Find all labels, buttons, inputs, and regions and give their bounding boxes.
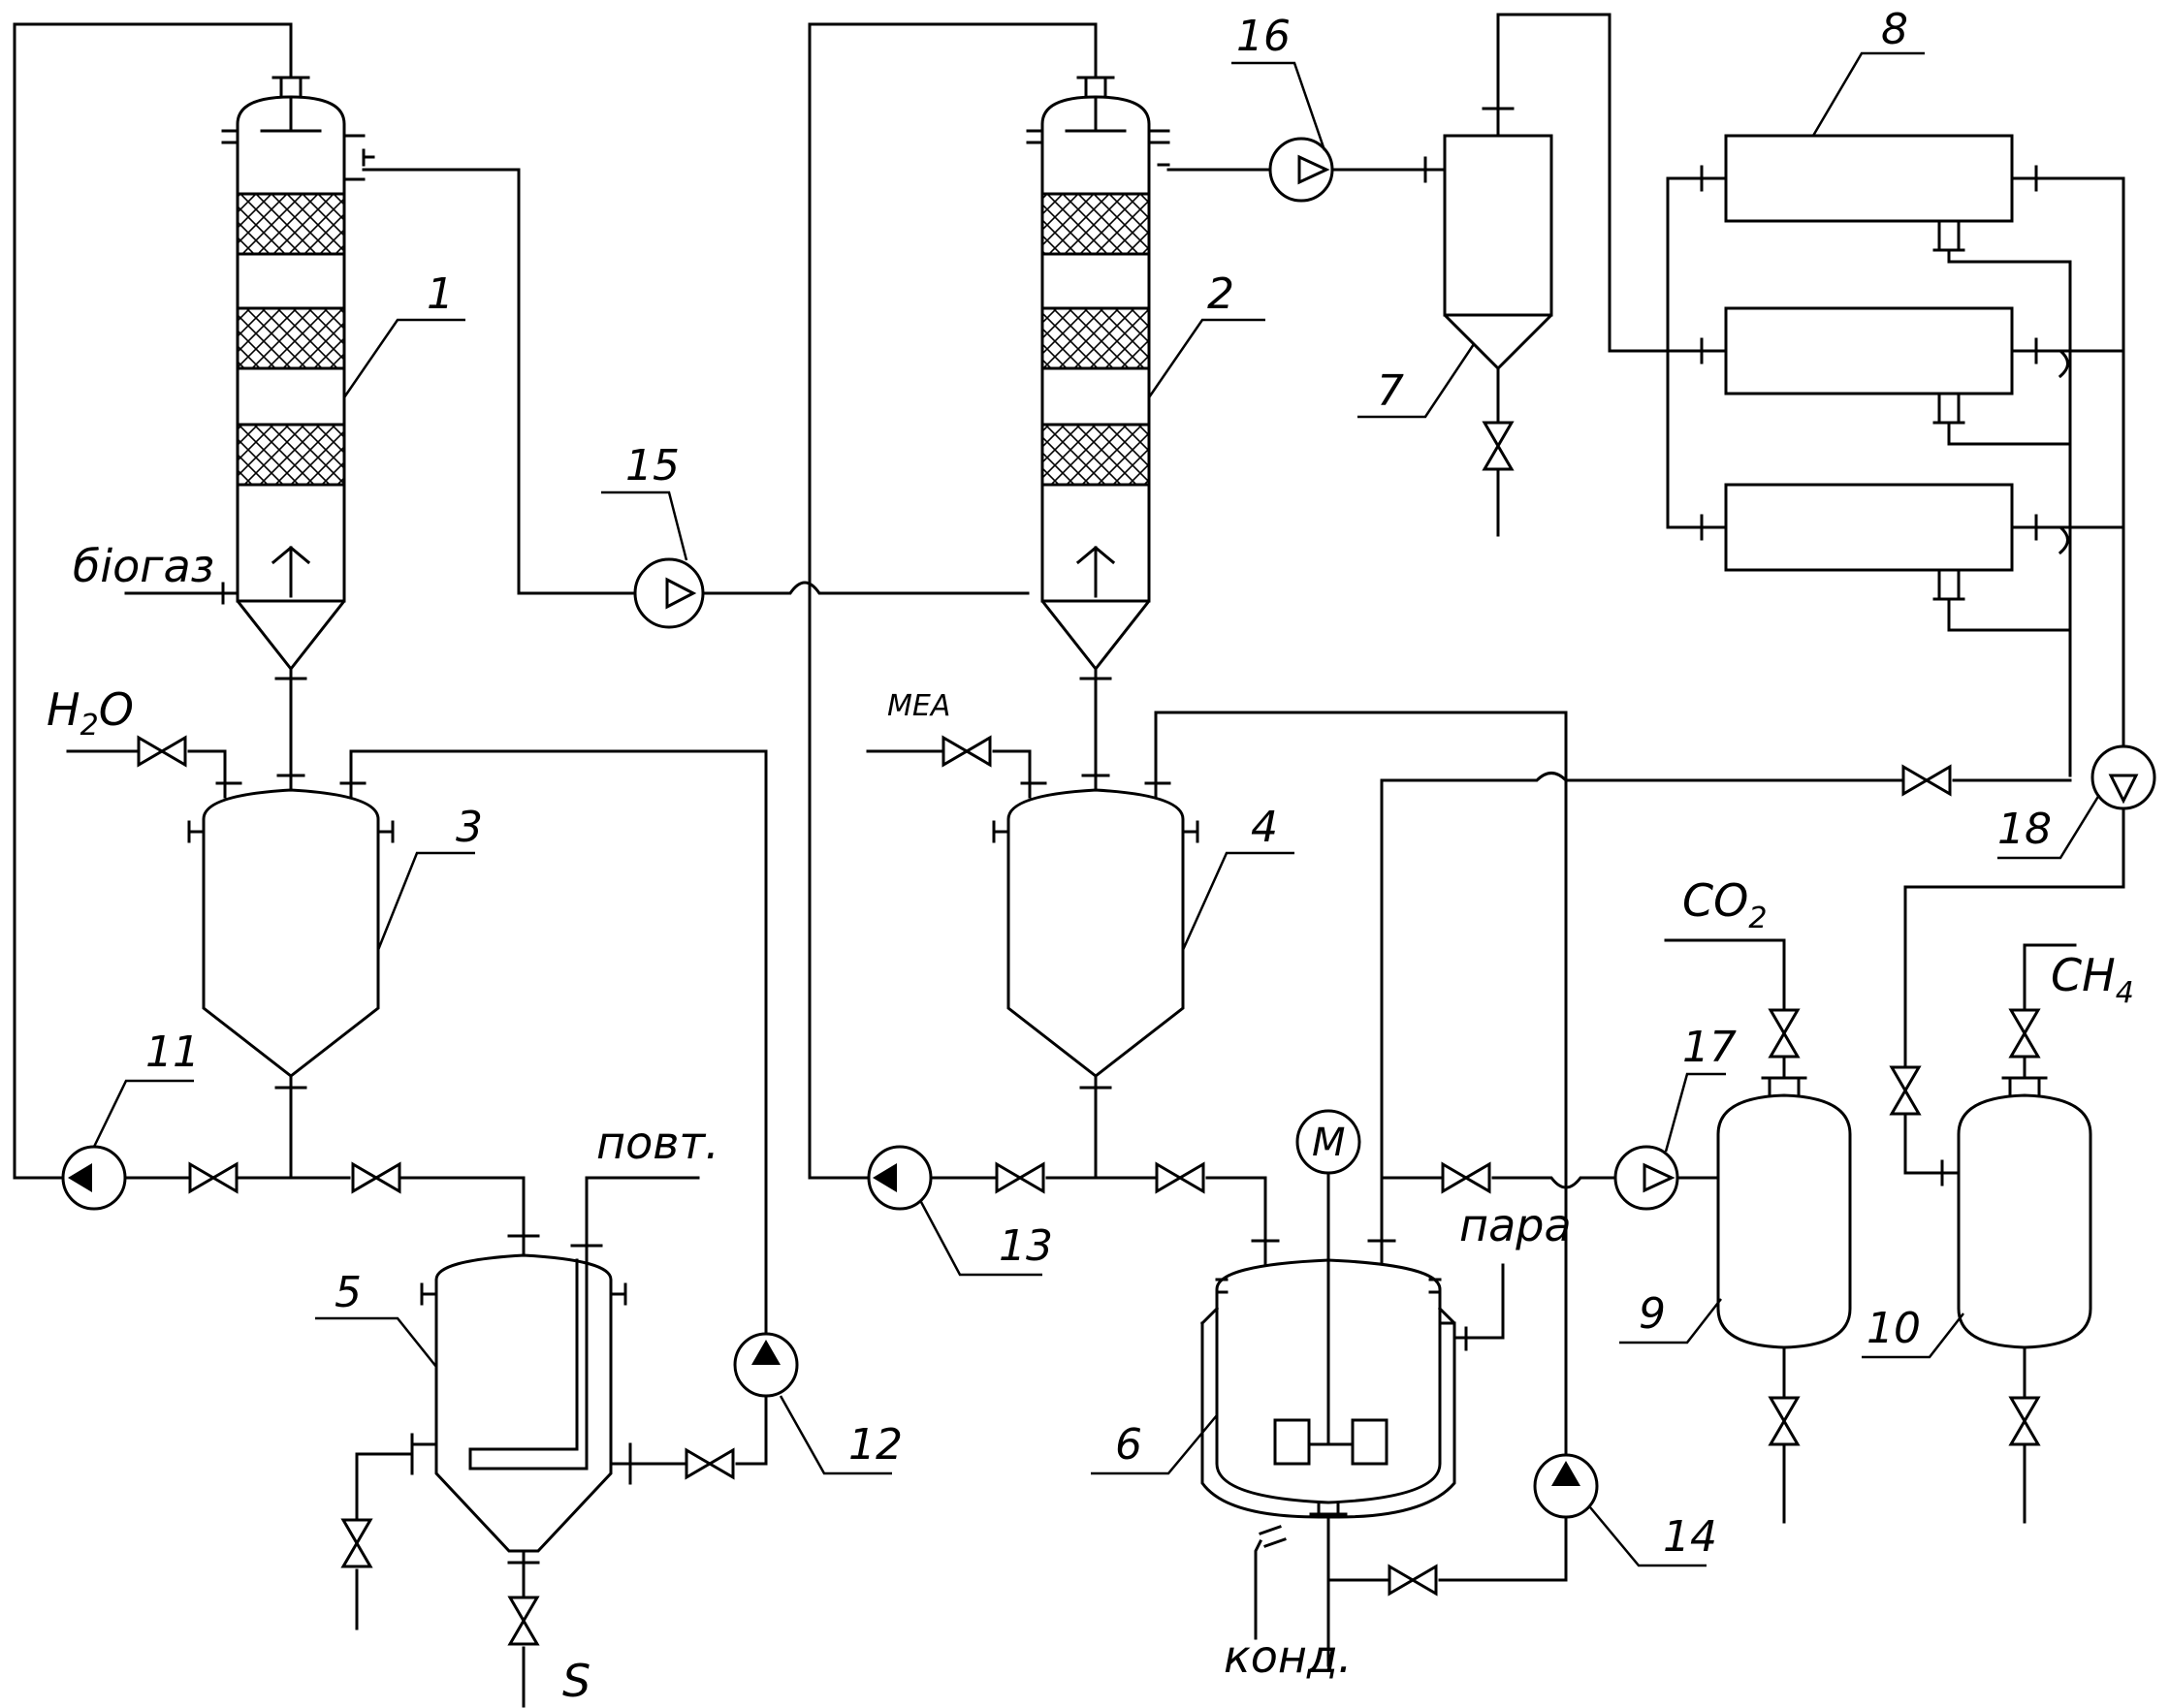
water-label: H2O (47, 683, 134, 743)
equipment-numbers: 1 2 3 4 5 6 7 8 9 10 11 12 13 14 15 16 1… (145, 5, 2052, 1562)
pump-17-icon (1613, 1145, 1679, 1211)
label-5: 5 (335, 1268, 362, 1317)
leader-lines (92, 51, 2101, 1567)
label-17: 17 (1682, 1023, 1737, 1072)
pump-15-icon (633, 557, 705, 629)
label-3: 3 (456, 803, 483, 852)
labels: біогаз H2O MEA повт. S M пара конд. CO2 … (47, 540, 2134, 1707)
pumps (61, 137, 2156, 1519)
label-13: 13 (999, 1221, 1053, 1271)
motor-label: M (1312, 1121, 1346, 1165)
column-1 (221, 76, 375, 680)
sulfur-label: S (562, 1655, 590, 1707)
label-14: 14 (1663, 1512, 1717, 1562)
pump-14-icon (1533, 1453, 1599, 1519)
mea-label: MEA (887, 689, 950, 723)
label-16: 16 (1236, 12, 1291, 61)
reactor-6 (1199, 1109, 1468, 1548)
separator-7 (1423, 107, 1553, 371)
label-10: 10 (1867, 1304, 1921, 1353)
pump-16-icon (1268, 137, 1334, 203)
motor-icon (1295, 1109, 1361, 1175)
co2-label: CO2 (1682, 874, 1767, 935)
label-18: 18 (1997, 805, 2052, 854)
label-15: 15 (625, 441, 680, 490)
condensate-label: конд. (1224, 1630, 1352, 1683)
receiver-10 (1940, 1076, 2092, 1349)
valves (137, 421, 2040, 1646)
column-2 (1026, 76, 1170, 680)
label-2: 2 (1207, 269, 1234, 319)
pump-13-icon (867, 1145, 933, 1211)
ch4-label: CH4 (2051, 949, 2134, 1010)
piping (13, 13, 2125, 1708)
label-8: 8 (1881, 5, 1908, 54)
label-7: 7 (1377, 366, 1404, 416)
vessel-4 (992, 774, 1199, 1090)
steam-label: пара (1459, 1199, 1572, 1251)
pump-12-icon (733, 1332, 799, 1398)
exchangers-8 (1700, 134, 2038, 601)
vessel-3 (187, 774, 395, 1090)
povt-label: повт. (596, 1117, 719, 1169)
pump-11-icon (61, 1145, 127, 1211)
receiver-9 (1716, 1076, 1852, 1349)
label-9: 9 (1639, 1289, 1666, 1339)
label-4: 4 (1251, 803, 1278, 852)
biogas-label: біогаз (73, 540, 214, 592)
label-12: 12 (848, 1420, 903, 1470)
label-1: 1 (427, 269, 454, 319)
label-11: 11 (145, 1028, 200, 1077)
vessel-5 (410, 1234, 632, 1565)
label-6: 6 (1115, 1420, 1142, 1470)
pump-18-icon (2090, 744, 2156, 810)
